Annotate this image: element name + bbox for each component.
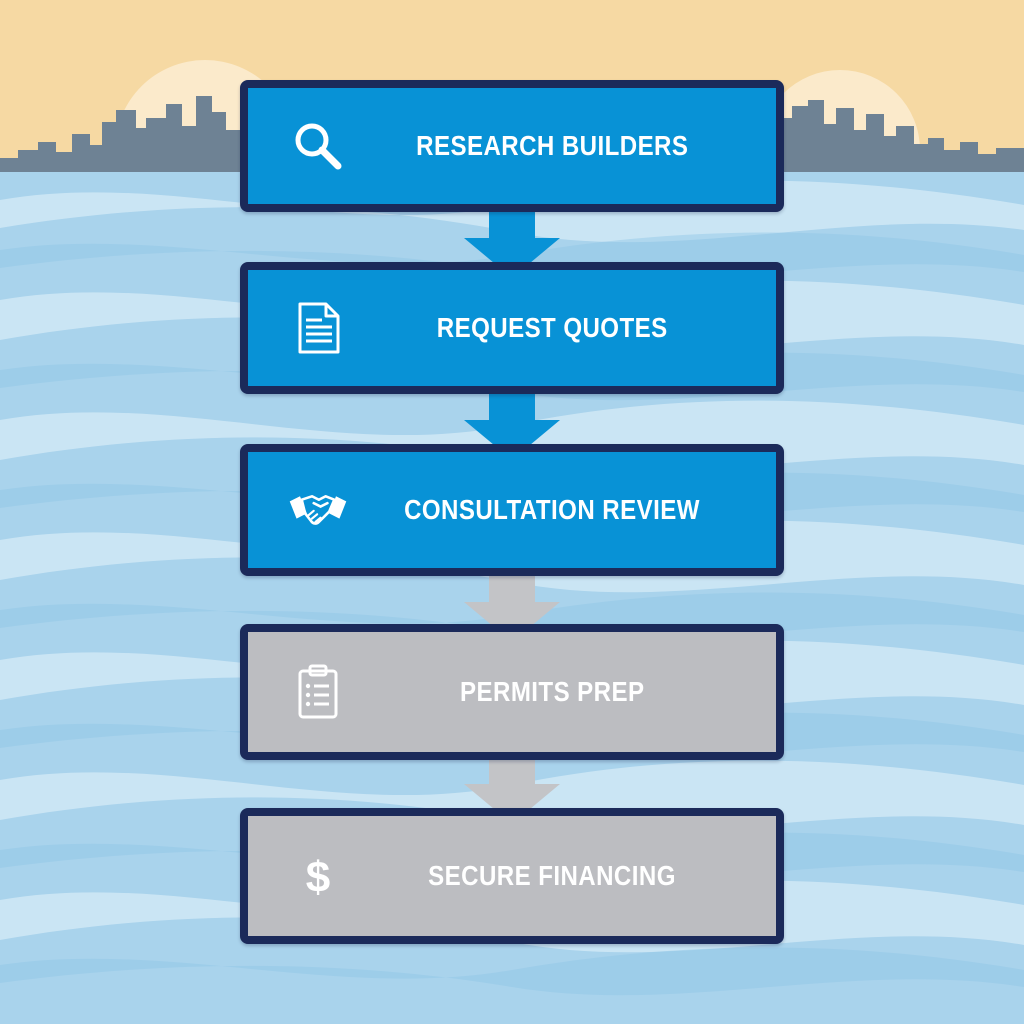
step-secure-financing: $ SECURE FINANCING [240,808,784,944]
step-request-quotes: REQUEST QUOTES [240,262,784,394]
clipboard-icon [288,662,348,722]
handshake-icon [288,480,348,540]
step-label: PERMITS PREP [459,676,645,707]
svg-text:$: $ [306,853,330,902]
step-label: SECURE FINANCING [428,860,676,891]
step-research-builders: RESEARCH BUILDERS [240,80,784,212]
city-skyline [0,96,1024,175]
flow-arrow-1 [464,208,560,278]
flow-arrow-2 [464,390,560,460]
search-icon [288,116,348,176]
flow-arrow-3 [464,572,560,642]
step-consultation-review: CONSULTATION REVIEW [240,444,784,576]
document-icon [288,298,348,358]
step-label: RESEARCH BUILDERS [415,130,689,161]
step-label: CONSULTATION REVIEW [404,494,700,525]
step-permits-prep: PERMITS PREP [240,624,784,760]
dollar-icon: $ [288,846,348,906]
step-label: REQUEST QUOTES [436,312,668,343]
